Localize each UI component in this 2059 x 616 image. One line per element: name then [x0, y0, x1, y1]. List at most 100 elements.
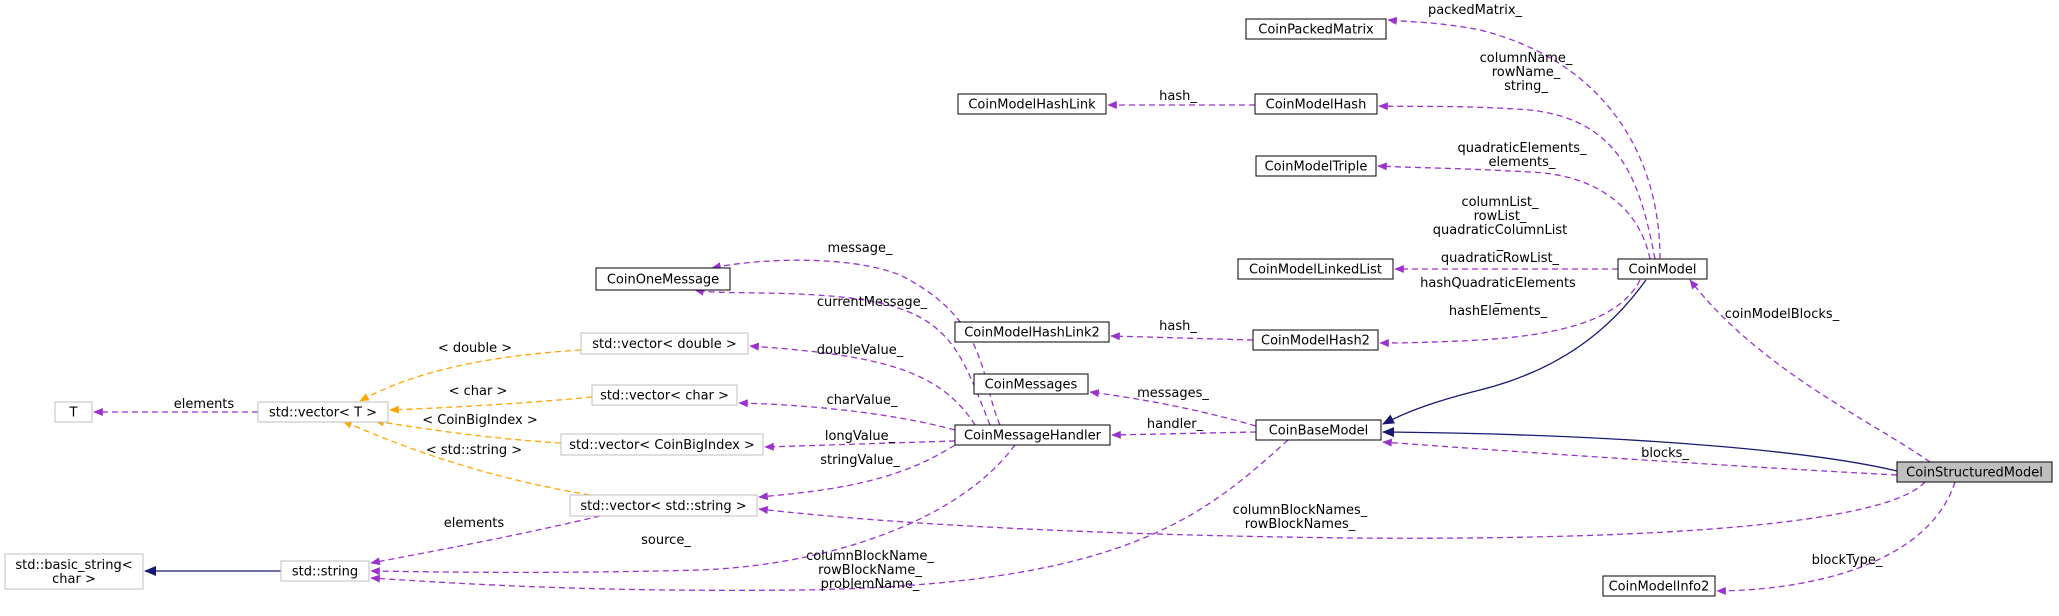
edge-line	[389, 396, 593, 414]
edge-label-vecdouble-template: < double >	[438, 341, 512, 356]
edge-handler-onemessage-current	[694, 287, 991, 426]
edge-structured-to-base-inherit	[1382, 427, 1898, 472]
node-coin-model-hash-link[interactable]: CoinModelHashLink	[957, 93, 1107, 115]
edge-label-base-string: columnBlockName_rowBlockName_problemName…	[806, 549, 934, 592]
edge-label-handler-onemessage-message: message_	[828, 241, 893, 256]
node-vec-char[interactable]: std::vector< char >	[591, 384, 738, 406]
node-coin-model-hash[interactable]: CoinModelHash	[1254, 93, 1378, 115]
node-box	[1254, 93, 1378, 115]
edge-base-string	[370, 439, 1289, 591]
edge-label-handler-vecchar: charValue_	[827, 393, 898, 408]
node-vec-t[interactable]: std::vector< T >	[257, 401, 389, 423]
edge-line	[1089, 389, 1257, 427]
edge-model-hash2	[1379, 279, 1641, 347]
node-vec-double[interactable]: std::vector< double >	[580, 332, 749, 355]
edge-line	[1382, 427, 1898, 472]
node-vec-string[interactable]: std::vector< std::string >	[569, 494, 758, 517]
edge-label-model-hash2: hashQuadraticElements_hashElements_	[1420, 276, 1576, 319]
edge-label-handler-onemessage-current: currentMessage_	[817, 295, 928, 310]
edge-structured-blocktype	[1716, 481, 1956, 595]
edge-line	[370, 439, 1289, 591]
edge-model-triple	[1377, 162, 1651, 260]
node-coin-base-model[interactable]: CoinBaseModel	[1255, 419, 1382, 441]
node-label: CoinModelInfo2	[1609, 580, 1710, 595]
edge-label-model-linkedlist: columnList_rowList_quadraticColumnList_q…	[1433, 195, 1567, 266]
nodes-layer: CoinStructuredModelCoinBaseModelCoinMode…	[4, 18, 2053, 597]
edge-label-vecstring-template: < std::string >	[426, 443, 522, 458]
node-box	[954, 424, 1111, 446]
node-box	[1602, 575, 1716, 597]
node-t[interactable]: T	[54, 401, 93, 423]
edge-label-vect-t-elements: elements	[174, 397, 235, 412]
node-box	[257, 401, 389, 423]
node-coin-model-hash-link2[interactable]: CoinModelHashLink2	[954, 321, 1110, 343]
edge-model-to-base-inherit	[1382, 279, 1647, 425]
node-box	[1252, 329, 1379, 351]
node-label: CoinStructuredModel	[1906, 466, 2043, 481]
node-box	[1245, 18, 1387, 40]
edge-label-vecstring-string-elements: elements	[444, 516, 505, 531]
node-vec-big-index[interactable]: std::vector< CoinBigIndex >	[560, 433, 764, 456]
node-box	[560, 433, 764, 456]
node-label: std::vector< char >	[600, 389, 729, 404]
node-box	[580, 332, 749, 355]
edge-line	[359, 349, 582, 402]
edge-line	[749, 342, 976, 426]
node-box	[569, 494, 758, 517]
node-label: std::string	[292, 565, 358, 580]
node-box	[1896, 461, 2053, 483]
node-basic-string[interactable]: std::basic_string<char >	[4, 553, 144, 590]
edge-line	[1382, 279, 1647, 425]
edge-line	[738, 399, 956, 431]
node-coin-model-triple[interactable]: CoinModelTriple	[1255, 155, 1377, 177]
node-box	[973, 373, 1089, 395]
node-label: CoinModelHash2	[1261, 334, 1370, 349]
node-label: CoinMessageHandler	[964, 429, 1102, 444]
edge-label-handler-vecstring: stringValue_	[820, 453, 900, 468]
edge-label-model-hash: columnName_rowName_string_	[1480, 51, 1573, 94]
node-label: std::basic_string<char >	[15, 558, 132, 587]
edge-label-handler-string-source: source_	[641, 533, 691, 548]
node-coin-model-info2[interactable]: CoinModelInfo2	[1602, 575, 1716, 597]
node-coin-packed-matrix[interactable]: CoinPackedMatrix	[1245, 18, 1387, 40]
node-coin-structured-model[interactable]: CoinStructuredModel	[1896, 461, 2053, 483]
node-coin-one-message[interactable]: CoinOneMessage	[595, 267, 731, 291]
edge-labels-layer: blocks_coinModelBlocks_blockType_columnB…	[174, 3, 1883, 592]
edge-label-structured-blocks: blocks_	[1641, 446, 1689, 461]
node-coin-messages[interactable]: CoinMessages	[973, 373, 1089, 395]
node-box	[954, 321, 1110, 343]
node-coin-message-handler[interactable]: CoinMessageHandler	[954, 424, 1111, 446]
node-label: CoinModelTriple	[1265, 160, 1368, 175]
edges-layer	[93, 16, 1956, 595]
node-label: CoinOneMessage	[607, 273, 719, 288]
node-box	[957, 93, 1107, 115]
node-label: std::vector< double >	[592, 337, 736, 352]
node-box	[595, 267, 731, 291]
edge-label-vecchar-template: < char >	[449, 384, 508, 399]
edge-label-model-packedmatrix: packedMatrix_	[1428, 3, 1523, 18]
edge-label-structured-blocktype: blockType_	[1812, 553, 1883, 568]
node-box	[1237, 258, 1394, 280]
node-box	[1255, 419, 1382, 441]
edge-structured-blocks	[1382, 438, 1898, 476]
edge-label-base-handler: handler_	[1147, 417, 1204, 432]
node-std-string[interactable]: std::string	[280, 560, 370, 582]
edge-line	[1716, 481, 1956, 595]
node-label: CoinModelHash	[1266, 98, 1367, 113]
edge-line	[758, 444, 956, 501]
edge-model-hash	[1378, 102, 1656, 260]
edge-label-base-messages: messages_	[1137, 386, 1209, 401]
edge-line	[370, 444, 1016, 576]
node-box	[280, 560, 370, 582]
edge-line	[1387, 16, 1661, 260]
node-coin-model-hash2[interactable]: CoinModelHash2	[1252, 329, 1379, 351]
node-coin-model-linked-list[interactable]: CoinModelLinkedList	[1237, 258, 1394, 280]
node-coin-model[interactable]: CoinModel	[1617, 258, 1708, 280]
node-box	[4, 553, 144, 590]
node-label: std::vector< CoinBigIndex >	[569, 438, 755, 453]
edge-hash2-hashlink2	[1110, 332, 1254, 341]
node-label: CoinBaseModel	[1269, 424, 1369, 439]
edge-line	[1110, 332, 1254, 341]
node-label: std::vector< std::string >	[580, 499, 746, 514]
